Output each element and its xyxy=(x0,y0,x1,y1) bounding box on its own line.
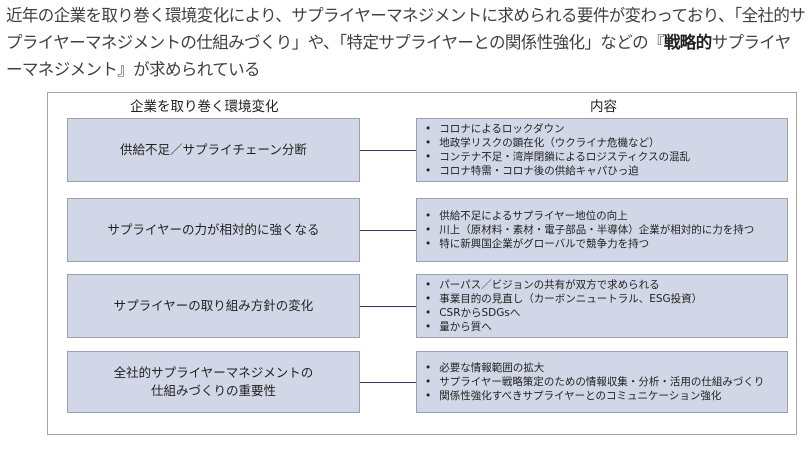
content-item: CSRからSDGsへ xyxy=(425,306,787,320)
content-item: サプライヤー戦略策定のための情報収集・分析・活用の仕組みづくり xyxy=(425,375,787,389)
diagram-frame xyxy=(47,92,797,435)
content-item: パーパス／ビジョンの共有が双方で求められる xyxy=(425,278,787,292)
header-left: 企業を取り巻く環境変化 xyxy=(130,99,279,115)
connector-3 xyxy=(360,306,416,307)
change-box-3: サプライヤーの取り組み方針の変化 xyxy=(67,274,360,338)
content-item: 事業目的の見直し（カーボンニュートラル、ESG投資） xyxy=(425,292,787,306)
content-item: 地政学リスクの顕在化（ウクライナ危機など） xyxy=(425,136,787,150)
intro-text: 近年の企業を取り巻く環境変化により、サプライヤーマネジメントに求められる要件が変… xyxy=(6,2,806,83)
content-box-3: パーパス／ビジョンの共有が双方で求められる 事業目的の見直し（カーボンニュートラ… xyxy=(416,274,788,338)
content-box-2: 供給不足によるサプライヤー地位の向上 川上（原材料・素材・電子部品・半導体）企業… xyxy=(416,198,788,262)
intro-bold: 戦略的 xyxy=(663,33,712,52)
content-item: コロナによるロックダウン xyxy=(425,122,787,136)
connector-4 xyxy=(360,382,416,383)
content-item: コロナ特需・コロナ後の供給キャパひっ迫 xyxy=(425,164,787,178)
intro-text-1: 近年の企業を取り巻く環境変化により、サプライヤーマネジメントに求められる要件が変… xyxy=(6,6,806,52)
content-item: コンテナ不足・湾岸閉鎖によるロジスティクスの混乱 xyxy=(425,150,787,164)
connector-1 xyxy=(360,150,416,151)
content-item: 特に新興国企業がグローバルで競争力を持つ xyxy=(425,237,787,251)
content-item: 量から質へ xyxy=(425,320,787,334)
intro-text-2: サプライヤーマネジメント』が求められている xyxy=(6,33,791,79)
connector-2 xyxy=(360,230,416,231)
change-box-4: 全社的サプライヤーマネジメントの 仕組みづくりの重要性 xyxy=(67,351,360,413)
change-box-2: サプライヤーの力が相対的に強くなる xyxy=(67,198,360,262)
content-box-1: コロナによるロックダウン 地政学リスクの顕在化（ウクライナ危機など） コンテナ不… xyxy=(416,118,788,182)
content-item: 川上（原材料・素材・電子部品・半導体）企業が相対的に力を持つ xyxy=(425,223,787,237)
change-box-4-line1: 全社的サプライヤーマネジメントの xyxy=(113,365,314,380)
change-box-1: 供給不足／サプライチェーン分断 xyxy=(67,118,360,182)
content-item: 供給不足によるサプライヤー地位の向上 xyxy=(425,209,787,223)
content-item: 必要な情報範囲の拡大 xyxy=(425,361,787,375)
content-box-4: 必要な情報範囲の拡大 サプライヤー戦略策定のための情報収集・分析・活用の仕組みづ… xyxy=(416,351,788,413)
change-box-4-line2: 仕組みづくりの重要性 xyxy=(150,383,276,398)
content-item: 関係性強化すべきサプライヤーとのコミュニケーション強化 xyxy=(425,389,787,403)
header-right: 内容 xyxy=(590,99,617,115)
